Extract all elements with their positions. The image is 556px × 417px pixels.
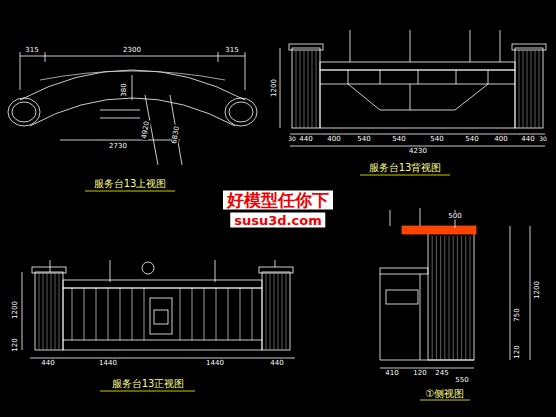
dimension: 440 [269,360,284,367]
dimension: 2300 [122,47,142,54]
dimension: 1440 [98,360,118,367]
dimension: 30 [538,136,548,142]
dimension: 540 [356,136,371,143]
dimension: 1200 [271,78,278,98]
dimension: 120 [12,337,19,352]
view-title: ①侧视图 [424,389,467,399]
dimension: 1200 [534,280,541,300]
dimension: 120 [514,344,521,359]
dimension: 440 [298,136,313,143]
view-title: 服务台13背视图 [367,163,444,173]
dimension: 410 [384,370,399,377]
front-view [22,260,295,391]
dimension: 1440 [205,360,225,367]
dimension: 400 [326,136,341,143]
dimension: 500 [447,213,462,220]
railing-bars [39,273,286,350]
view-title: 服务台13上视图 [92,179,169,189]
watermark: susu3d.com [230,213,325,228]
dimension: 315 [224,47,239,54]
dimension: 440 [40,360,55,367]
dimension: 750 [514,307,521,322]
dimension: 400 [493,136,508,143]
dimension: 1200 [12,300,19,320]
view-title: 服务台13正视图 [110,379,187,389]
dimension: 4230 [408,148,428,155]
dimension: 120 [412,370,427,377]
top-view [8,52,257,191]
dimension: 540 [464,136,479,143]
dimension: 6830 [171,125,181,146]
back-view [280,30,546,175]
dimension: 4920 [141,120,151,141]
dimension: 2730 [108,143,128,150]
dimension: 540 [429,136,444,143]
pillar-strips [296,50,539,128]
dimension: 315 [24,47,39,54]
dimension: 550 [454,377,469,384]
dimension: 540 [391,136,406,143]
column-strips [432,236,470,360]
dimension: 245 [434,370,449,377]
dimension: 440 [520,136,535,143]
side-view [380,208,530,400]
dimension: 380 [121,82,128,97]
dimension: 30 [287,136,297,142]
watermark: 好模型任你下 [223,191,333,210]
